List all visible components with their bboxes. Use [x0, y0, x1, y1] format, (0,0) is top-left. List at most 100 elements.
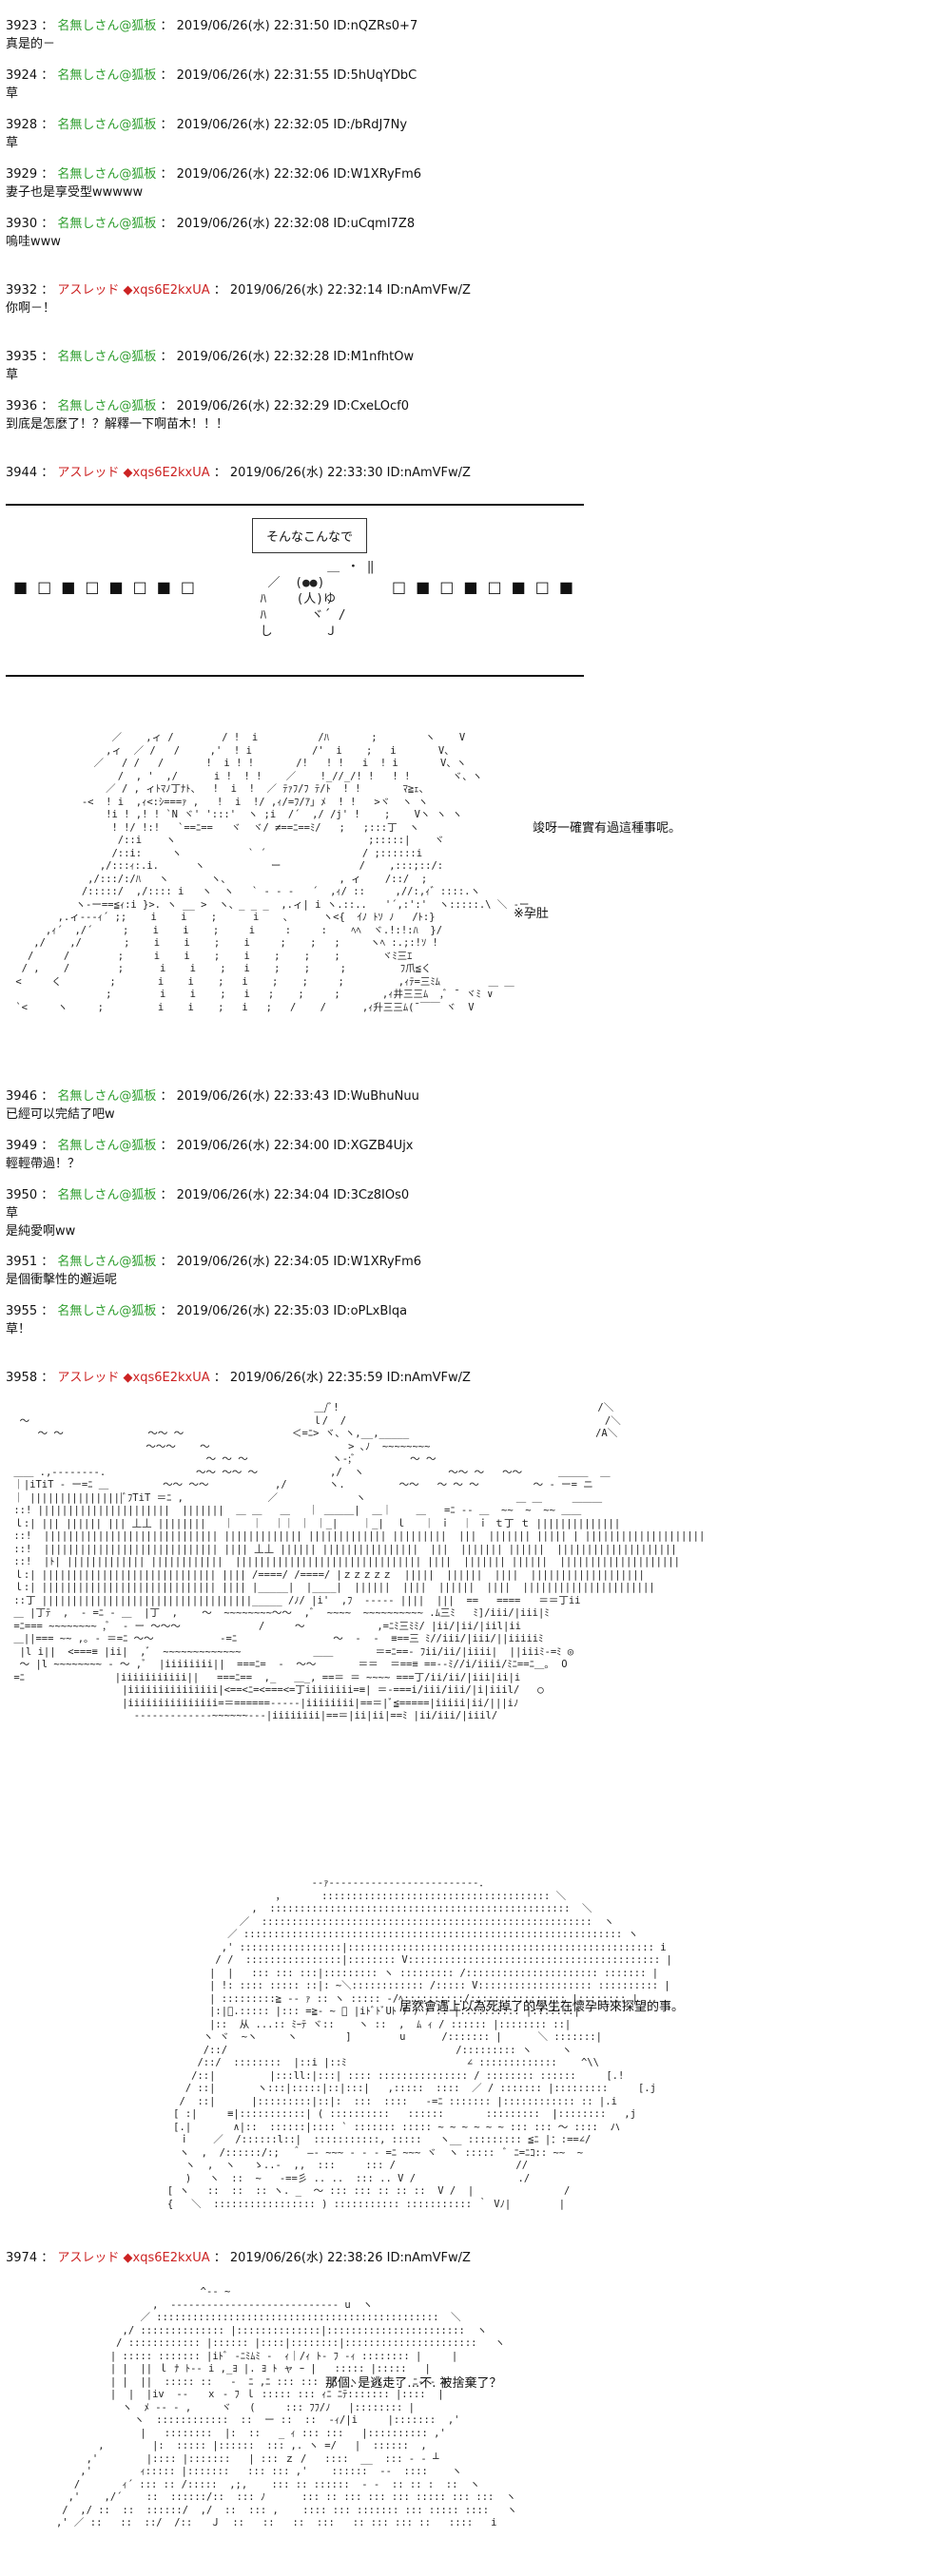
- post-number[interactable]: 3944: [6, 466, 38, 480]
- post-body: 真是的－: [6, 37, 56, 51]
- poster-id[interactable]: ID:W1XRyFm6: [333, 167, 422, 182]
- post-body: 你啊－！: [6, 301, 56, 316]
- poster-trip: ◆xqs6E2kxUA: [123, 1371, 210, 1385]
- post-3946: 3946 ： 名無しさん@狐板 ： 2019/06/26(水) 22:33:43…: [6, 1087, 938, 1124]
- post-header: 3923 ： 名無しさん@狐板 ： 2019/06/26(水) 22:31:50…: [6, 19, 418, 33]
- post-number[interactable]: 3923: [6, 19, 38, 33]
- poster-name: アスレッド: [57, 2251, 120, 2265]
- poster-name: 名無しさん@狐板: [57, 118, 157, 132]
- poster-id[interactable]: ID:nAmVFw/Z: [386, 466, 471, 480]
- poster-name: 名無しさん@狐板: [57, 68, 157, 83]
- post-3929: 3929 ： 名無しさん@狐板 ： 2019/06/26(水) 22:32:06…: [6, 165, 938, 202]
- post-number[interactable]: 3932: [6, 283, 38, 298]
- post-header: 3944 ： アスレッド ◆xqs6E2kxUA ： 2019/06/26(水)…: [6, 466, 471, 480]
- post-date: 2019/06/26(水) 22:35:03: [176, 1304, 330, 1318]
- post-header: 3958 ： アスレッド ◆xqs6E2kxUA ： 2019/06/26(水)…: [6, 1371, 471, 1385]
- post-date: 2019/06/26(水) 22:35:59: [229, 1371, 383, 1385]
- post-number[interactable]: 3955: [6, 1304, 38, 1318]
- post-number[interactable]: 3951: [6, 1255, 38, 1269]
- poster-id[interactable]: ID:oPLxBlqa: [333, 1304, 408, 1318]
- poster-name: 名無しさん@狐板: [57, 1304, 157, 1318]
- post-header: 3936 ： 名無しさん@狐板 ： 2019/06/26(水) 22:32:29…: [6, 399, 409, 413]
- poster-trip: ◆xqs6E2kxUA: [123, 283, 210, 298]
- divider-top: [6, 504, 584, 506]
- poster-trip: ◆xqs6E2kxUA: [123, 466, 210, 480]
- post-body: 是個衝擊性的邂逅呢: [6, 1273, 118, 1287]
- scene-4-note: 居然會遇上以為死掉了的學生在懷孕時來探望的事。: [399, 2000, 685, 2014]
- post-number[interactable]: 3949: [6, 1139, 38, 1153]
- post-date: 2019/06/26(水) 22:33:43: [176, 1089, 330, 1104]
- post-3935: 3935 ： 名無しさん@狐板 ： 2019/06/26(水) 22:32:28…: [6, 348, 938, 384]
- post-number[interactable]: 3950: [6, 1188, 38, 1202]
- post-body: 草 是純愛啊ww: [6, 1206, 76, 1239]
- post-header: 3950 ： 名無しさん@狐板 ： 2019/06/26(水) 22:34:04…: [6, 1188, 410, 1202]
- post-body: 草: [6, 87, 19, 101]
- post-body: 已經可以完結了吧w: [6, 1107, 115, 1122]
- poster-id[interactable]: ID:W1XRyFm6: [333, 1255, 422, 1269]
- post-3932: 3932 ： アスレッド ◆xqs6E2kxUA ： 2019/06/26(水)…: [6, 281, 938, 317]
- divider-bottom: [6, 675, 584, 677]
- post-number[interactable]: 3930: [6, 217, 38, 231]
- poster-name: 名無しさん@狐板: [57, 19, 157, 33]
- post-header: 3930 ： 名無しさん@狐板 ： 2019/06/26(水) 22:32:08…: [6, 217, 416, 231]
- ascii-art-scene-3-city: ＿/ﾞ! /＼ ～ ｌ/ / /＼ ～ ～ ～～ ～ ＜=ﾆ>: [13, 1402, 706, 1721]
- post-number[interactable]: 3935: [6, 350, 38, 364]
- post-date: 2019/06/26(水) 22:31:55: [176, 68, 330, 83]
- post-header: 3935 ： 名無しさん@狐板 ： 2019/06/26(水) 22:32:28…: [6, 350, 415, 364]
- post-date: 2019/06/26(水) 22:34:04: [176, 1188, 330, 1202]
- post-date: 2019/06/26(水) 22:32:05: [176, 118, 330, 132]
- poster-id[interactable]: ID:CxeLOcf0: [333, 399, 409, 413]
- post-number[interactable]: 3936: [6, 399, 38, 413]
- poster-id[interactable]: ID:WuBhuNuu: [333, 1089, 419, 1104]
- poster-id[interactable]: ID:5hUqYDbC: [333, 68, 417, 83]
- post-date: 2019/06/26(水) 22:32:29: [176, 399, 330, 413]
- poster-id[interactable]: ID:XGZB4Ujx: [333, 1139, 414, 1153]
- poster-name: アスレッド: [57, 466, 120, 480]
- ascii-art-scene-4-figure: --ｧ-------------------------． ， ::::::::…: [166, 1877, 672, 2210]
- squares-right: □■□■□■□■: [392, 578, 583, 596]
- ascii-art-scene-5-figure: ^-- ~ , ---------------------------- u ヽ…: [55, 2286, 517, 2528]
- post-body: 草！: [6, 1322, 31, 1336]
- post-date: 2019/06/26(水) 22:34:00: [176, 1139, 330, 1153]
- poster-name: 名無しさん@狐板: [57, 1089, 157, 1104]
- post-number[interactable]: 3924: [6, 68, 38, 83]
- post-body: 草: [6, 136, 19, 150]
- poster-id[interactable]: ID:nQZRs0+7: [333, 19, 418, 33]
- poster-name: 名無しさん@狐板: [57, 1188, 157, 1202]
- post-header: 3932 ： アスレッド ◆xqs6E2kxUA ： 2019/06/26(水)…: [6, 283, 471, 298]
- post-3951: 3951 ： 名無しさん@狐板 ： 2019/06/26(水) 22:34:05…: [6, 1253, 938, 1289]
- post-number[interactable]: 3946: [6, 1089, 38, 1104]
- post-header: 3928 ： 名無しさん@狐板 ： 2019/06/26(水) 22:32:05…: [6, 118, 408, 132]
- poster-name: 名無しさん@狐板: [57, 1255, 157, 1269]
- post-number[interactable]: 3928: [6, 118, 38, 132]
- post-date: 2019/06/26(水) 22:34:05: [176, 1255, 330, 1269]
- post-date: 2019/06/26(水) 22:33:30: [229, 466, 383, 480]
- post-date: 2019/06/26(水) 22:31:50: [176, 19, 330, 33]
- poster-id[interactable]: ID:M1nfhtOw: [333, 350, 415, 364]
- poster-id[interactable]: ID:3Cz8IOs0: [333, 1188, 410, 1202]
- post-body: 嗚哇www: [6, 235, 61, 249]
- post-3923: 3923 ： 名無しさん@狐板 ： 2019/06/26(水) 22:31:50…: [6, 17, 938, 53]
- post-header: 3924 ： 名無しさん@狐板 ： 2019/06/26(水) 22:31:55…: [6, 68, 417, 83]
- post-date: 2019/06/26(水) 22:32:08: [176, 217, 330, 231]
- poster-id[interactable]: ID:nAmVFw/Z: [386, 283, 471, 298]
- post-3936: 3936 ： 名無しさん@狐板 ： 2019/06/26(水) 22:32:29…: [6, 397, 938, 433]
- post-number[interactable]: 3929: [6, 167, 38, 182]
- poster-id[interactable]: ID:/bRdJ7Ny: [333, 118, 408, 132]
- post-body: 輕輕帶過！？: [6, 1157, 81, 1171]
- post-date: 2019/06/26(水) 22:32:06: [176, 167, 330, 182]
- poster-id[interactable]: ID:nAmVFw/Z: [386, 2251, 471, 2265]
- post-number[interactable]: 3974: [6, 2251, 38, 2265]
- post-3944: 3944 ： アスレッド ◆xqs6E2kxUA ： 2019/06/26(水)…: [6, 464, 938, 482]
- post-3928: 3928 ： 名無しさん@狐板 ： 2019/06/26(水) 22:32:05…: [6, 116, 938, 152]
- post-date: 2019/06/26(水) 22:32:28: [176, 350, 330, 364]
- post-header: 3955 ： 名無しさん@狐板 ： 2019/06/26(水) 22:35:03…: [6, 1304, 408, 1318]
- post-body: 到底是怎麼了！？解釋一下啊苗木！！！: [6, 417, 229, 432]
- poster-name: 名無しさん@狐板: [57, 217, 157, 231]
- squares-left: ■□■□■□■□: [13, 578, 204, 596]
- post-number[interactable]: 3958: [6, 1371, 38, 1385]
- post-3950: 3950 ： 名無しさん@狐板 ： 2019/06/26(水) 22:34:04…: [6, 1186, 938, 1240]
- poster-id[interactable]: ID:uCqmI7Z8: [333, 217, 416, 231]
- post-3958: 3958 ： アスレッド ◆xqs6E2kxUA ： 2019/06/26(水)…: [6, 1369, 938, 1387]
- poster-id[interactable]: ID:nAmVFw/Z: [386, 1371, 471, 1385]
